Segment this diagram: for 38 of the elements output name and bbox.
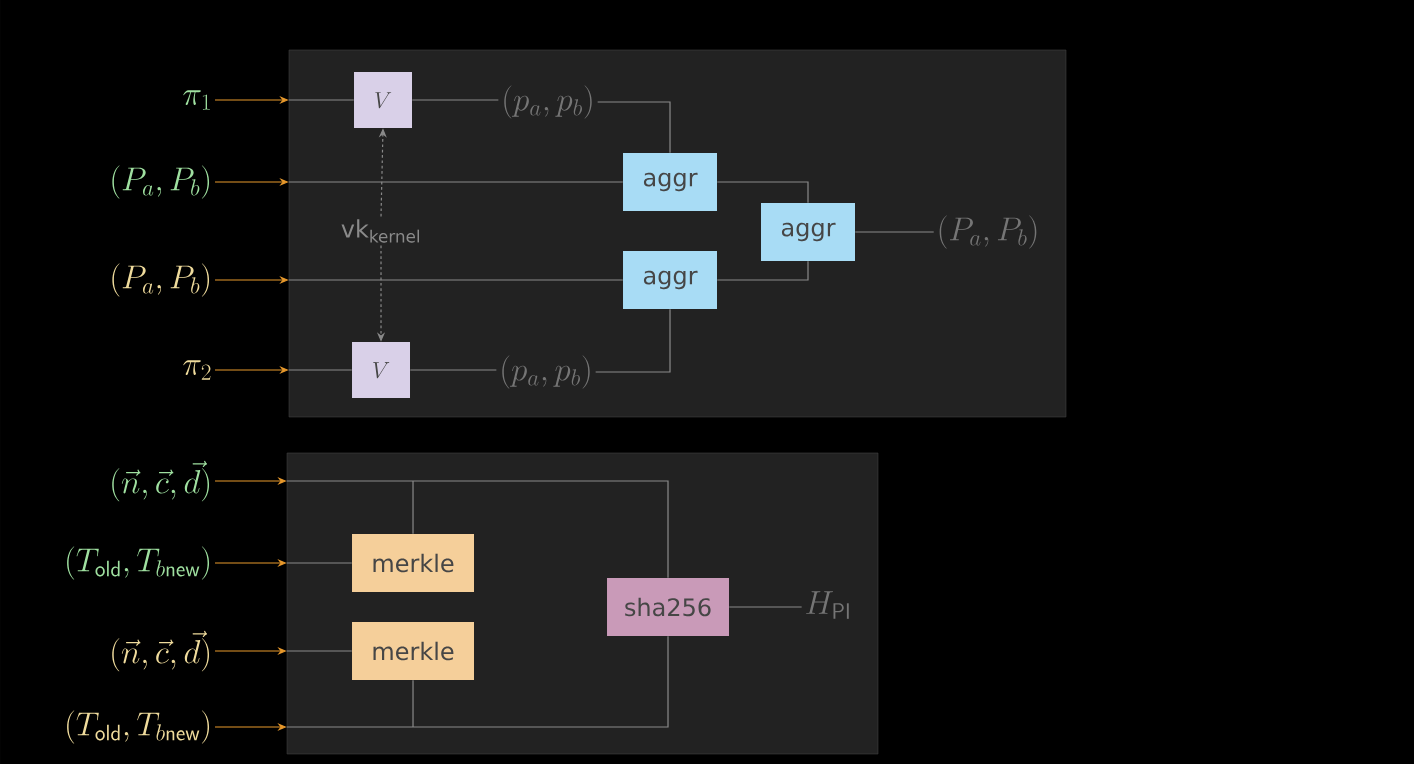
connector-line (854, 231, 935, 233)
connector-line (288, 181, 624, 183)
output-label: $(P_a, P_b)$ (939, 215, 1037, 249)
process-box: aggr (623, 251, 717, 309)
connector-line (288, 99, 355, 101)
connector-line (286, 635, 669, 728)
connector-line (595, 308, 671, 373)
output-label: $(p_a, p_b)$ (502, 355, 590, 389)
input-label: $\pi_2$ (183, 360, 211, 380)
output-label: $(p_a, p_b)$ (504, 85, 592, 119)
connector-line (411, 99, 499, 101)
connector-line (409, 369, 497, 371)
input-label: $(\vec{n}, \vec{c}, \vec{d})$ (112, 630, 210, 672)
connector-line (716, 260, 809, 281)
connector-line (288, 279, 624, 281)
panel (288, 49, 1067, 418)
output-label: $H_{\mathsf{PI}}$ (806, 591, 849, 619)
connector-line (286, 562, 353, 564)
process-box: $V$ (352, 342, 410, 398)
input-label: $(T_{\mathsf{old}}, T_{b\mathsf{new}})$ (67, 546, 210, 580)
input-label: $(P_a, P_b)$ (112, 263, 210, 297)
input-label: $(\vec{n}, \vec{c}, \vec{d})$ (112, 460, 210, 502)
connector-line (286, 480, 669, 579)
connector-line (597, 101, 671, 154)
process-box: merkle (352, 622, 474, 680)
connector-line (286, 650, 353, 652)
process-box: aggr (761, 203, 855, 261)
input-label: $\pi_1$ (183, 90, 210, 110)
connector-line (716, 181, 809, 204)
connector-line (728, 606, 803, 608)
process-box: $V$ (354, 72, 412, 128)
key-label: vk$_{kernel}$ (341, 219, 419, 243)
process-box: merkle (352, 534, 474, 592)
process-box: sha256 (607, 578, 729, 636)
process-box: aggr (623, 153, 717, 211)
input-label: $(T_{\mathsf{old}}, T_{b\mathsf{new}})$ (67, 710, 210, 744)
input-label: $(P_a, P_b)$ (112, 165, 210, 199)
connector-line (288, 369, 353, 371)
